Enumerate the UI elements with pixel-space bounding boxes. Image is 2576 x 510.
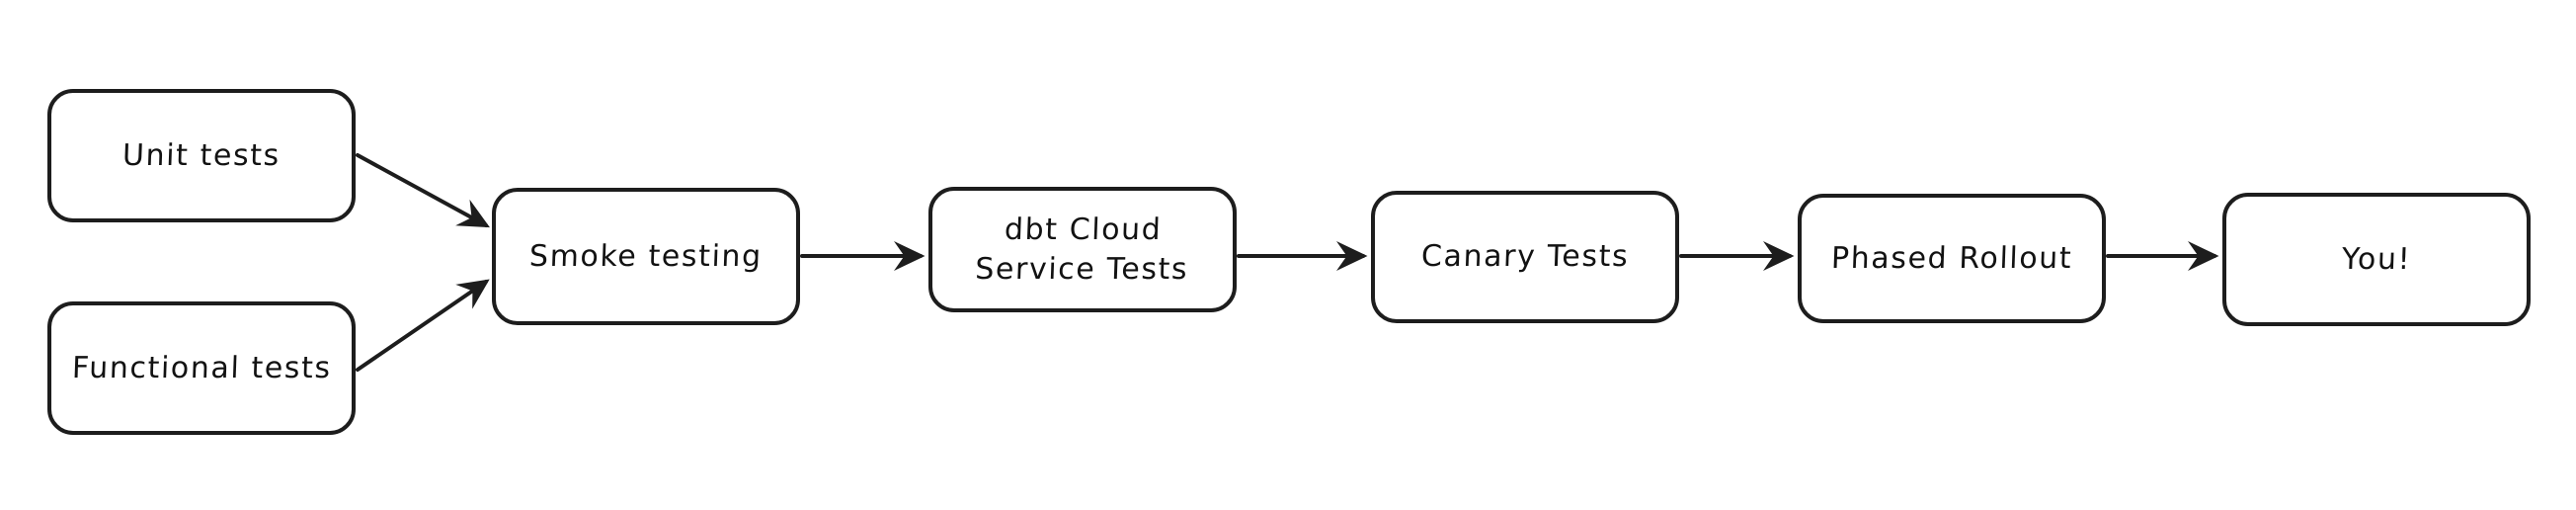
edge-unit-to-smoke [356,153,490,228]
edge-functional-to-smoke [356,279,490,372]
node-label: dbt Cloud Service Tests [974,212,1189,287]
node-label: Smoke testing [528,238,764,274]
node-label: You! [2341,241,2412,277]
node-phased-rollout[interactable]: Phased Rollout [1798,194,2106,323]
node-canary-tests[interactable]: Canary Tests [1371,191,1679,323]
node-functional-tests[interactable]: Functional tests [47,301,356,435]
node-label: Unit tests [121,137,282,173]
node-smoke-testing[interactable]: Smoke testing [492,188,800,325]
node-unit-tests[interactable]: Unit tests [47,89,356,222]
node-label: Canary Tests [1420,239,1630,275]
node-label: Functional tests [71,350,332,385]
node-label: Phased Rollout [1830,240,2073,276]
node-dbt-cloud-service-tests[interactable]: dbt Cloud Service Tests [928,187,1237,312]
node-you[interactable]: You! [2222,193,2531,326]
